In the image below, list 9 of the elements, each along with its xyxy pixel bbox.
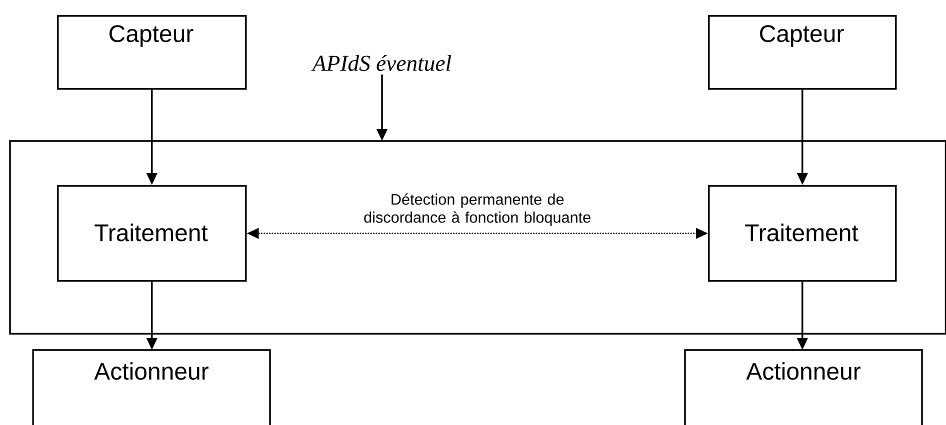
- sensor-box: Capteur: [57, 15, 247, 90]
- frame-box: [9, 140, 946, 335]
- actuator-box: Actionneur: [32, 349, 271, 425]
- process-box: Traitement: [708, 185, 897, 282]
- actuator-box: Actionneur: [684, 349, 923, 425]
- italic-label: APIdS éventuel: [311, 55, 452, 72]
- edge-label: Détection permanente de discordance à fonction bloquante: [364, 193, 590, 226]
- process-box: Traitement: [57, 185, 247, 282]
- sensor-box: Capteur: [708, 15, 897, 90]
